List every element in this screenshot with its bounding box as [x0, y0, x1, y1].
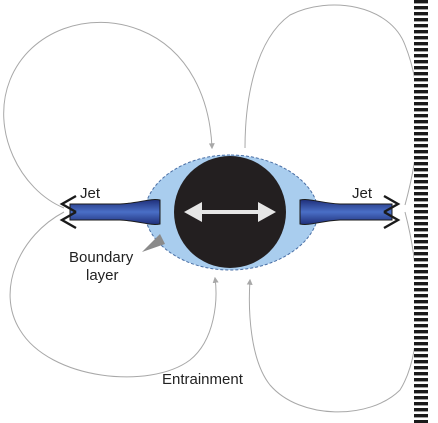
streamline-upper-left	[3, 21, 215, 209]
jet-right	[299, 194, 401, 230]
boundary-layer-label-line1: Boundary	[69, 249, 134, 266]
boundary-layer-label-line2: layer	[86, 267, 119, 284]
wall	[414, 0, 428, 423]
entrainment-label: Entrainment	[162, 371, 244, 388]
boundary-pointer-icon	[142, 234, 165, 252]
jet-right-label: Jet	[352, 185, 373, 202]
jet-left-label: Jet	[80, 185, 101, 202]
jet-left	[59, 194, 161, 230]
oscillation-arrow-icon	[184, 202, 276, 222]
streamline-lower-left	[9, 211, 219, 378]
